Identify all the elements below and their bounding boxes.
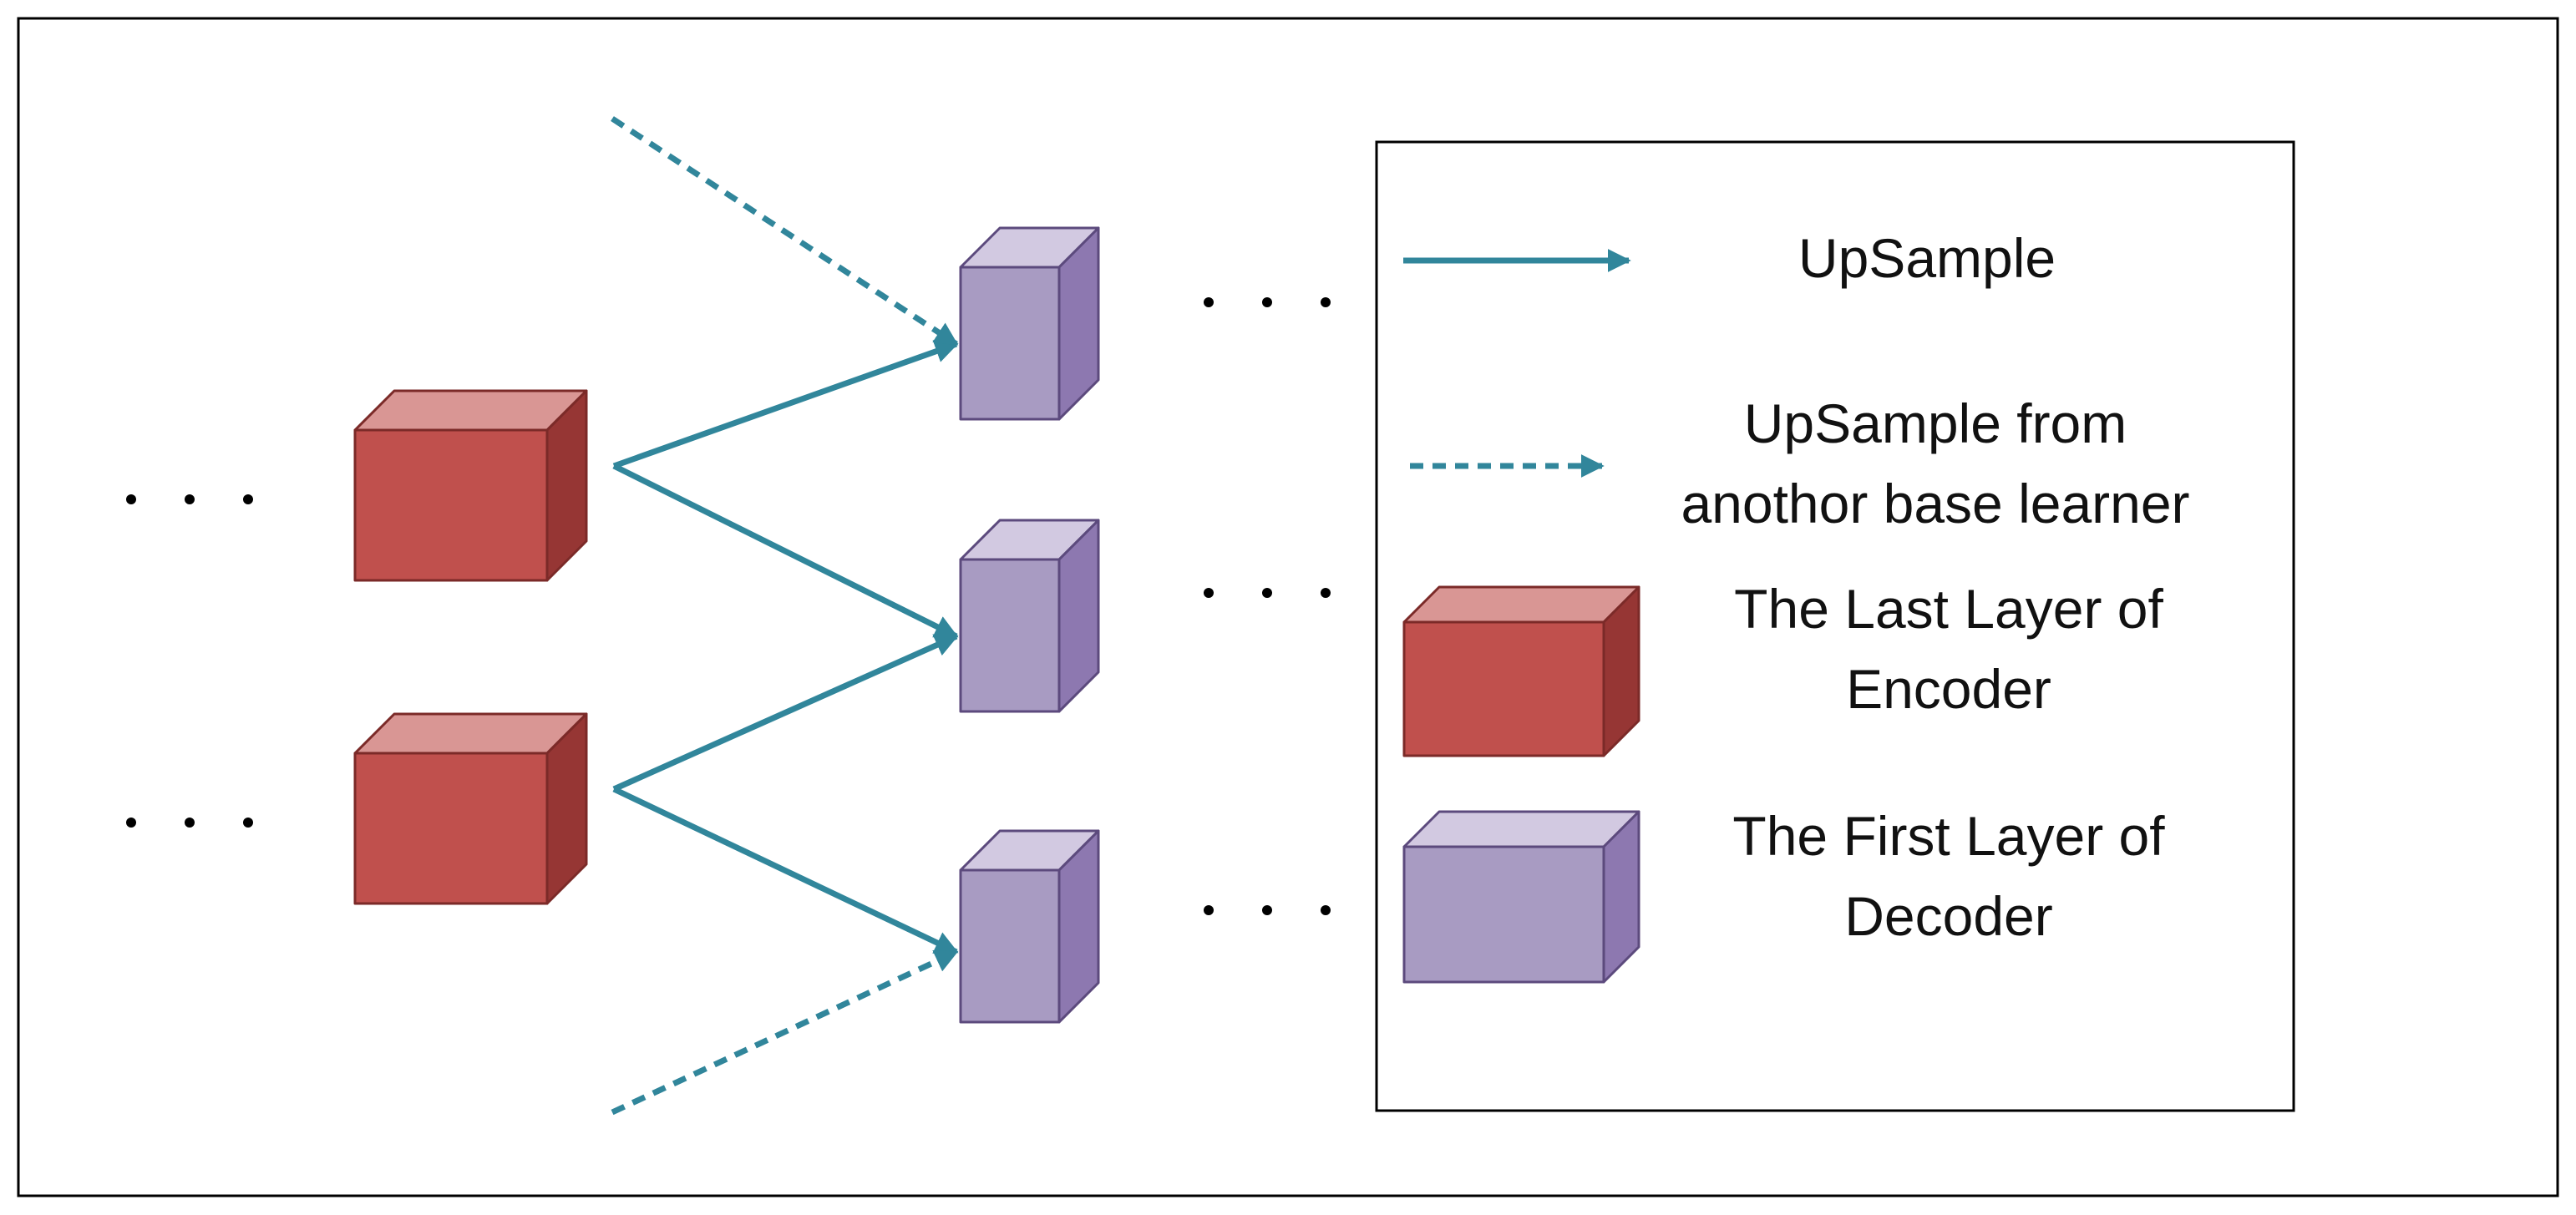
upsample-other-arrow: [611, 949, 959, 1116]
legend-upsample-other-label-line2: anothor base learner: [1681, 473, 2189, 534]
legend-decoder-block: [1402, 810, 1640, 984]
upsample-other-arrow: [611, 116, 959, 347]
outer-frame: [17, 17, 2559, 1197]
upsample-arrow: [612, 340, 959, 469]
ellipsis-encoder-top: [126, 494, 253, 504]
encoder-block: [353, 712, 588, 905]
legend-upsample-label: UpSample: [1798, 227, 2056, 289]
ellipsis-decoder-middle: [1204, 588, 1331, 598]
legend: UpSample UpSample from anothor base lear…: [1375, 140, 2295, 1112]
legend-decoder-label-line2: Decoder: [1844, 885, 2052, 947]
ellipsis-decoder-bottom: [1204, 905, 1331, 915]
decoder-block: [959, 519, 1100, 713]
encoder-block: [353, 389, 588, 582]
upsample-arrow: [612, 633, 959, 792]
upsample-arrow: [612, 786, 959, 955]
decoder-block: [959, 829, 1100, 1024]
legend-upsample-other-label-line1: UpSample from: [1744, 392, 2127, 454]
decoder-block: [959, 226, 1100, 421]
upsample-arrow: [612, 463, 959, 640]
legend-encoder-block: [1402, 585, 1640, 757]
ellipsis-decoder-top: [1204, 297, 1331, 307]
legend-encoder-label-line2: Encoder: [1846, 658, 2051, 720]
legend-encoder-label-line1: The Last Layer of: [1734, 578, 2163, 640]
ellipsis-encoder-bottom: [126, 818, 253, 828]
legend-decoder-label-line1: The First Layer of: [1732, 805, 2165, 867]
